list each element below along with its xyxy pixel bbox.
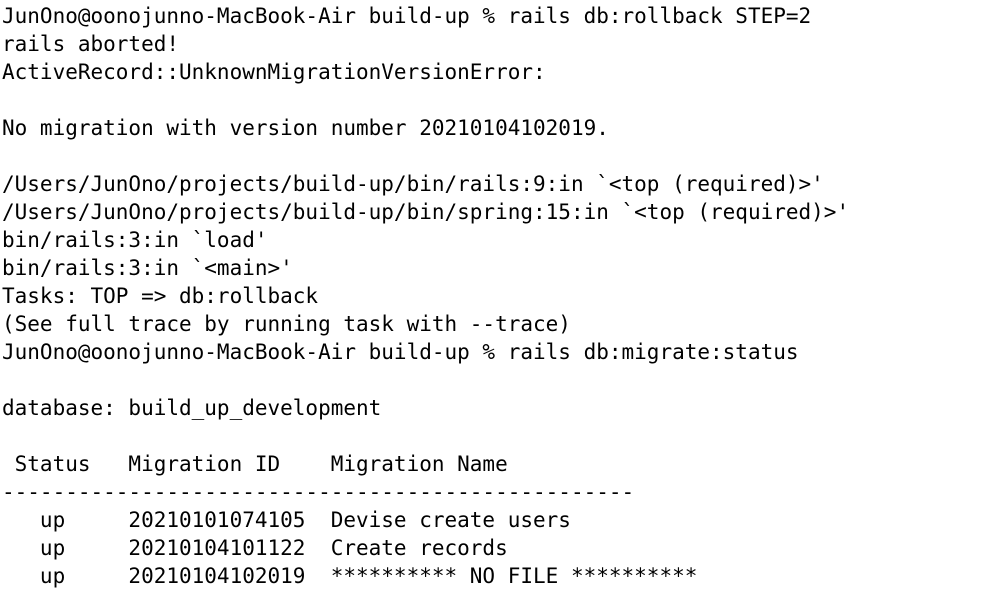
prompt-line-rollback: JunOno@oonojunno-MacBook-Air build-up % … bbox=[2, 4, 812, 28]
trace-line: /Users/JunOno/projects/build-up/bin/rail… bbox=[2, 172, 824, 196]
error-aborted-line: rails aborted! bbox=[2, 32, 180, 56]
status-table-divider: ----------------------------------------… bbox=[2, 480, 635, 504]
prompt-line-migrate-status: JunOno@oonojunno-MacBook-Air build-up % … bbox=[2, 340, 799, 364]
trace-line: bin/rails:3:in `<main>' bbox=[2, 256, 293, 280]
trace-line: /Users/JunOno/projects/build-up/bin/spri… bbox=[2, 200, 850, 224]
status-table-header: Status Migration ID Migration Name bbox=[2, 452, 508, 476]
status-table-row: up 20210104102019 ********** NO FILE ***… bbox=[2, 564, 698, 588]
blank-line bbox=[2, 366, 982, 394]
tasks-line: Tasks: TOP => db:rollback bbox=[2, 284, 319, 308]
status-table-row: up 20210104101122 Create records bbox=[2, 536, 508, 560]
error-class-line: ActiveRecord::UnknownMigrationVersionErr… bbox=[2, 60, 546, 84]
blank-line bbox=[2, 142, 982, 170]
blank-line bbox=[2, 86, 982, 114]
error-message-line: No migration with version number 2021010… bbox=[2, 116, 609, 140]
database-line: database: build_up_development bbox=[2, 396, 382, 420]
trace-line: bin/rails:3:in `load' bbox=[2, 228, 268, 252]
blank-line bbox=[2, 422, 982, 450]
trace-hint-line: (See full trace by running task with --t… bbox=[2, 312, 571, 336]
status-table-row: up 20210101074105 Devise create users bbox=[2, 508, 571, 532]
